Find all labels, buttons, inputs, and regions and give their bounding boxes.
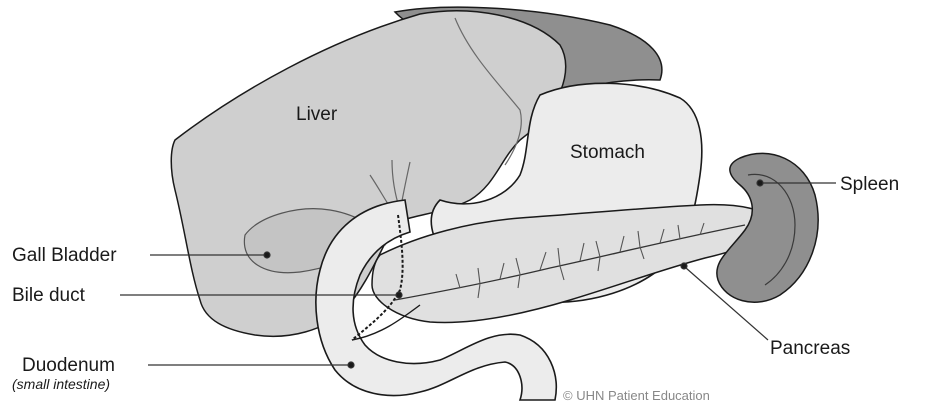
dot-gall-bladder: [264, 252, 270, 258]
label-liver: Liver: [296, 105, 337, 124]
label-gall-bladder: Gall Bladder: [12, 246, 117, 265]
label-duodenum: Duodenum: [22, 356, 115, 375]
dot-pancreas: [681, 263, 687, 269]
label-stomach: Stomach: [570, 143, 645, 162]
label-duodenum-subtitle: (small intestine): [12, 377, 110, 391]
label-bile-duct: Bile duct: [12, 286, 85, 305]
label-pancreas: Pancreas: [770, 339, 850, 358]
copyright-credit: © UHN Patient Education: [563, 389, 710, 402]
dot-spleen: [757, 180, 763, 186]
label-spleen: Spleen: [840, 175, 899, 194]
dot-bile-duct: [396, 292, 402, 298]
dot-duodenum: [348, 362, 354, 368]
